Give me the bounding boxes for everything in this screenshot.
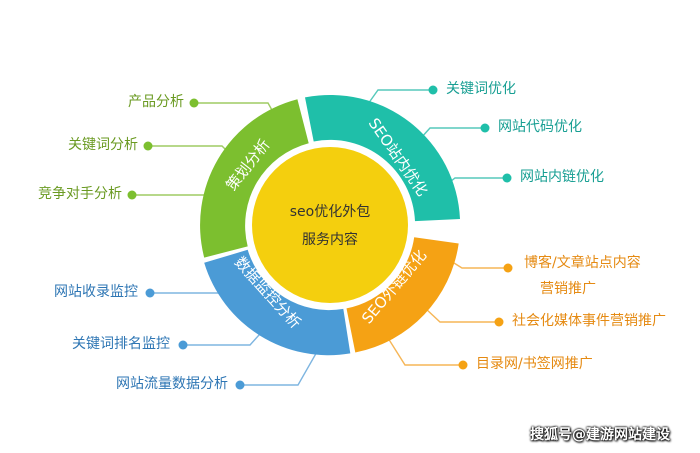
center-title-line1: seo优化外包: [289, 204, 371, 220]
dot-directory: [458, 360, 468, 370]
watermark: 搜狐号@建游网站建设: [530, 427, 670, 443]
dot-code-opt: [480, 123, 490, 133]
label-blog-promotion-line1: 博客/文章站点内容: [524, 255, 641, 271]
label-blog-promotion-line2: 营销推广: [540, 281, 596, 297]
dot-keyword-opt: [428, 85, 438, 95]
dot-traffic: [235, 380, 245, 390]
dot-competitor: [127, 190, 137, 200]
label-code-optimization: 网站代码优化: [498, 119, 582, 135]
dot-product: [189, 98, 199, 108]
label-internal-link-optimization: 网站内链优化: [520, 169, 604, 185]
segment-plan: [200, 99, 309, 258]
label-directory-promotion: 目录网/书签网推广: [476, 356, 593, 372]
label-traffic-analysis: 网站流量数据分析: [116, 376, 228, 392]
dot-indexing: [145, 288, 155, 298]
connector-directory: [387, 337, 463, 366]
label-product-analysis: 产品分析: [128, 94, 184, 110]
center-title-line2: 服务内容: [302, 232, 358, 248]
segment-onsite: [305, 94, 460, 222]
connector-traffic: [240, 349, 319, 386]
label-competitor-analysis: 竞争对手分析: [38, 186, 122, 202]
label-keyword-optimization: 关键词优化: [446, 81, 516, 97]
label-ranking-monitor: 关键词排名监控: [72, 336, 170, 352]
label-indexing-monitor: 网站收录监控: [54, 284, 138, 300]
center-circle: [252, 147, 408, 303]
connector-social: [424, 307, 499, 323]
label-keyword-analysis: 关键词分析: [68, 137, 138, 153]
segment-offsite: [346, 237, 459, 353]
dot-social: [494, 317, 504, 327]
segment-monitor: [204, 249, 351, 356]
label-social-media-promotion: 社会化媒体事件营销推广: [512, 313, 666, 329]
dot-keyword-analysis: [143, 141, 153, 151]
dot-blog: [503, 263, 513, 273]
dot-ranking: [178, 340, 188, 350]
dot-link-opt: [502, 173, 512, 183]
